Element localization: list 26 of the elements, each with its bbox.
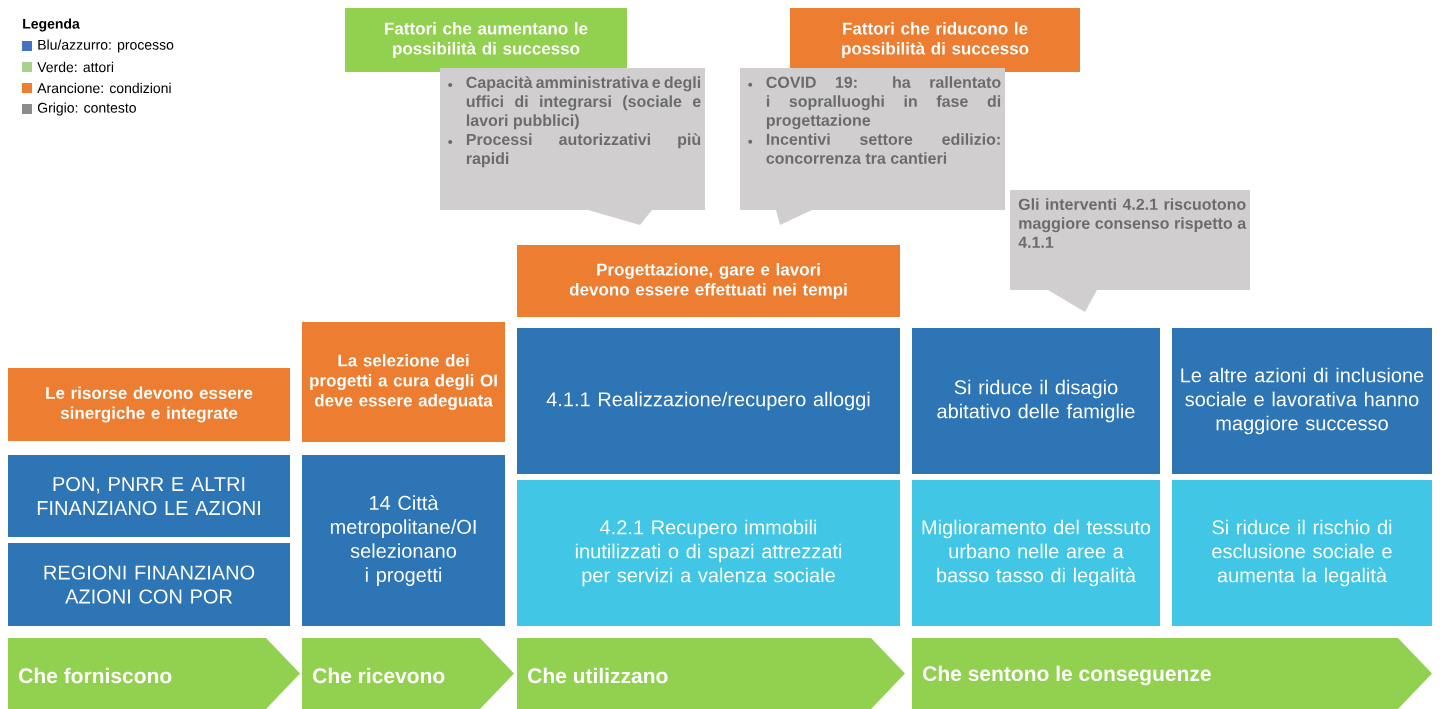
chevron-banner: Che sentono le conseguenze bbox=[912, 638, 1432, 709]
process-box: Miglioramento del tessuto urbano nelle aree a basso tasso di legalità bbox=[912, 480, 1160, 626]
condition-box: Progettazione, gare e lavori devono essere effettuati nei tempi bbox=[517, 245, 900, 317]
callout-box: Gli interventi 4.2.1 riscuotono maggiore consenso rispetto a 4.1.1 bbox=[1010, 190, 1250, 312]
callout-box: Capacità amministrativa e degli uffici di integrarsi (sociale e lavori pubblici) Processi autorizzativi più rapidi bbox=[440, 68, 705, 225]
process-box: REGIONI FINANZIANO AZIONI CON POR bbox=[8, 543, 290, 626]
process-box: 4.2.1 Recupero immobili inutilizzati o di spazi attrezzati per servizi a valenza sociale bbox=[517, 480, 900, 626]
condition-box: La selezione dei progetti a cura degli OI deve essere adeguata bbox=[302, 322, 505, 442]
process-box: Le altre azioni di inclusione sociale e lavorativa hanno maggiore successo bbox=[1172, 328, 1432, 474]
legend-text: Arancione: condizioni bbox=[37, 82, 171, 94]
callout-box: COVID 19: ha rallentato i sopralluoghi in fase di progettazione Incentivi settore edilizio: concorrenza tra cantieri bbox=[740, 68, 1005, 225]
chevron-banner: Che utilizzano bbox=[517, 638, 905, 709]
condition-box: Fattori che riducono le possibilità di successo bbox=[790, 8, 1080, 72]
legend-text: Verde: attori bbox=[37, 61, 114, 73]
condition-box: Le risorse devono essere sinergiche e integrate bbox=[8, 368, 290, 441]
process-box: 4.1.1 Realizzazione/recupero alloggi bbox=[517, 328, 900, 474]
process-box: Si riduce il rischio di esclusione sociale e aumenta la legalità bbox=[1172, 480, 1432, 626]
process-box: Si riduce il disagio abitativo delle famiglie bbox=[912, 328, 1160, 474]
chevron-banner: Che forniscono bbox=[8, 638, 300, 709]
legend-title: Legenda bbox=[23, 18, 80, 32]
legend-text: Blu/azzurro: processo bbox=[38, 39, 174, 53]
process-box: 14 Città metropolitane/OI selezionano i progetti bbox=[302, 455, 505, 626]
heading-box: Fattori che aumentano le possibilità di successo bbox=[345, 8, 627, 72]
process-box: PON, PNRR E ALTRI FINANZIANO LE AZIONI bbox=[8, 455, 290, 537]
legend-text: Grigio: contesto bbox=[37, 102, 136, 116]
chevron-banner: Che ricevono bbox=[302, 638, 514, 709]
